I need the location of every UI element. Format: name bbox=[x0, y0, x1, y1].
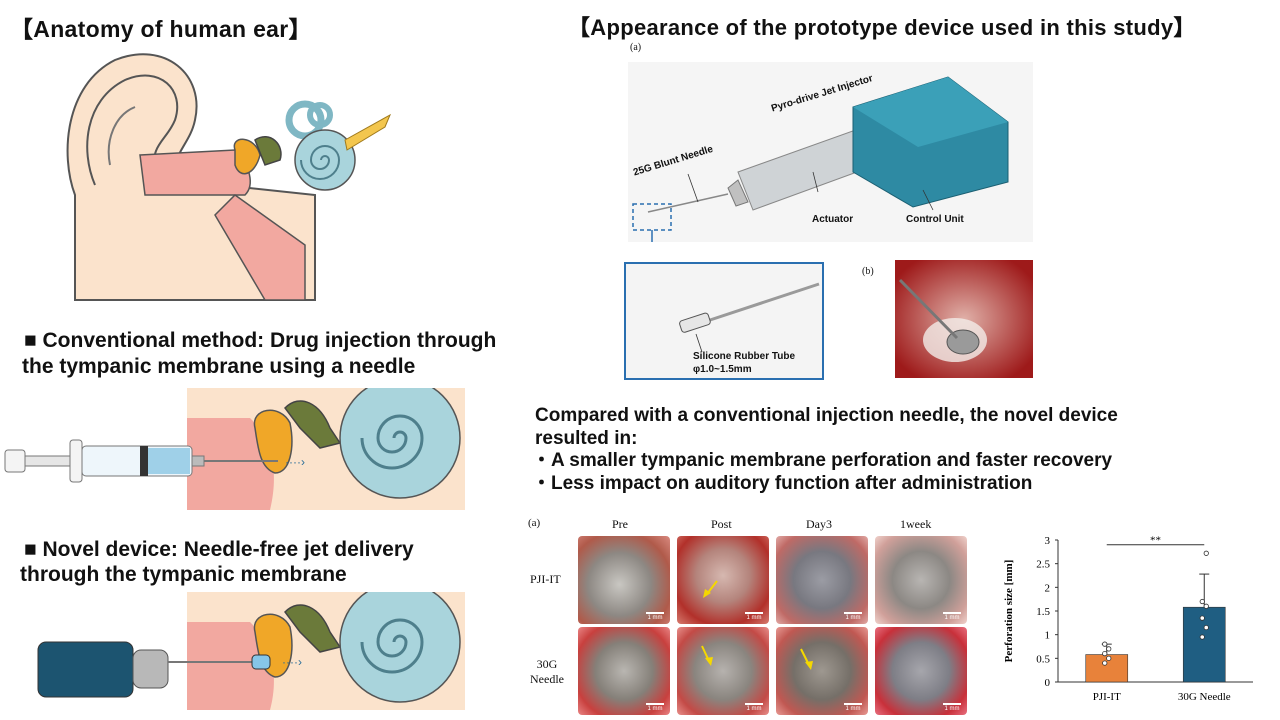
photo-pji-post: 1 mm bbox=[677, 536, 769, 624]
photo-needle-day3: 1 mm bbox=[776, 627, 868, 715]
ear-anatomy-illustration bbox=[66, 53, 392, 301]
conventional-title-line2: the tympanic membrane using a needle bbox=[22, 355, 416, 378]
data-point bbox=[1203, 603, 1209, 609]
svg-text:····›: ····› bbox=[285, 455, 305, 469]
photo-needle-pre: 1 mm bbox=[578, 627, 670, 715]
data-point bbox=[1106, 646, 1112, 652]
y-axis-label: Perforation size [mm] bbox=[1003, 560, 1015, 663]
needle-tip-photo bbox=[624, 262, 824, 380]
data-point bbox=[1199, 598, 1205, 605]
anatomy-title: 【Anatomy of human ear】 bbox=[10, 16, 312, 42]
photo-needle-post: 1 mm bbox=[677, 627, 769, 715]
novel-title-line1: ■ Novel device: Needle-free jet delivery bbox=[24, 538, 414, 561]
col-1week: 1week bbox=[900, 517, 932, 531]
y-tick-label: 3 bbox=[1045, 535, 1051, 547]
data-point bbox=[1102, 641, 1108, 647]
photo-needle-1week: 1 mm bbox=[875, 627, 967, 715]
col-day3: Day3 bbox=[806, 517, 832, 531]
photo-pji-1week: 1 mm bbox=[875, 536, 967, 624]
x-tick-label: 30G Needle bbox=[1178, 691, 1231, 703]
data-point bbox=[1199, 634, 1205, 640]
row-pji-it: PJI-IT bbox=[530, 572, 561, 586]
data-point bbox=[1102, 651, 1108, 657]
y-tick-label: 1 bbox=[1045, 630, 1051, 642]
label-actuator: Actuator bbox=[812, 214, 854, 225]
data-point bbox=[1106, 655, 1112, 661]
photo-pji-pre: 1 mm bbox=[578, 536, 670, 624]
significance-label: ** bbox=[1150, 535, 1161, 547]
summary-line2: resulted in: bbox=[535, 428, 638, 449]
x-tick-label: PJI-IT bbox=[1093, 691, 1121, 703]
photo-arrow-day3 bbox=[800, 648, 813, 670]
photo-pji-day3: 1 mm bbox=[776, 536, 868, 624]
surgical-photo bbox=[895, 260, 1033, 378]
summary-line1: Compared with a conventional injection n… bbox=[535, 405, 1118, 426]
y-tick-label: 2.5 bbox=[1036, 559, 1050, 571]
y-tick-label: 0.5 bbox=[1036, 653, 1050, 665]
data-point bbox=[1102, 660, 1108, 666]
jet-delivery-illustration: ····› bbox=[37, 592, 465, 710]
summary-bullet2: ・Less impact on auditory function after … bbox=[532, 473, 1033, 494]
novel-title-line2: through the tympanic membrane bbox=[20, 563, 347, 586]
device-photo bbox=[628, 62, 1033, 242]
panel-a-label: (a) bbox=[630, 42, 642, 53]
data-point bbox=[1199, 615, 1205, 621]
label-tube-size: φ1.0~1.5mm bbox=[693, 364, 752, 375]
panel-b-label: (b) bbox=[862, 266, 874, 277]
y-tick-label: 1.5 bbox=[1036, 606, 1050, 618]
col-post: Post bbox=[711, 517, 732, 531]
data-point bbox=[1203, 624, 1209, 631]
col-pre: Pre bbox=[612, 517, 628, 531]
svg-text:····›: ····› bbox=[282, 655, 302, 669]
row-30g-needle: 30G Needle bbox=[530, 657, 564, 686]
device-title: 【Appearance of the prototype device used… bbox=[568, 15, 1196, 40]
y-tick-label: 2 bbox=[1045, 582, 1051, 594]
y-tick-label: 0 bbox=[1045, 677, 1051, 689]
photo-arrows bbox=[701, 580, 718, 666]
label-control-unit: Control Unit bbox=[906, 214, 964, 225]
data-point bbox=[1203, 550, 1209, 556]
label-tube: Silicone Rubber Tube bbox=[693, 351, 796, 362]
grid-panel-label: (a) bbox=[528, 517, 541, 529]
needle-injection-illustration: ····› bbox=[4, 388, 465, 510]
summary-bullet1: ・A smaller tympanic membrane perforation… bbox=[532, 450, 1113, 471]
conventional-title-line1: ■ Conventional method: Drug injection th… bbox=[24, 329, 497, 352]
